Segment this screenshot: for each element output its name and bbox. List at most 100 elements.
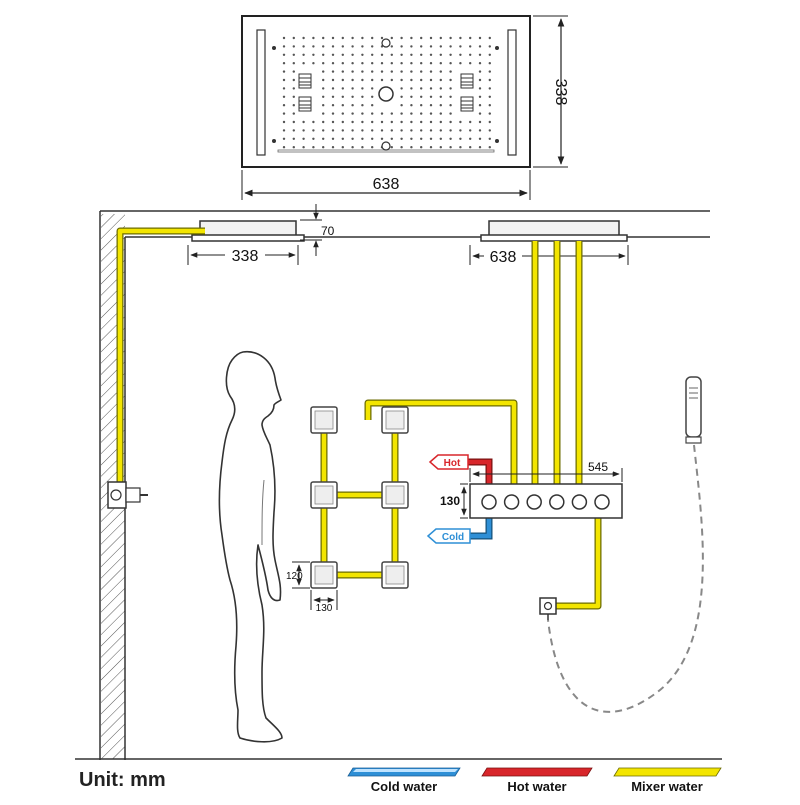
nozzle-dot <box>341 62 344 65</box>
nozzle-dot <box>469 36 472 40</box>
nozzle-dot <box>292 95 295 99</box>
nozzle-dot <box>331 104 335 107</box>
nozzle-dot <box>322 104 325 107</box>
nozzle-dot <box>380 129 384 132</box>
nozzle-dot <box>390 129 393 132</box>
nozzle-dot <box>331 129 335 132</box>
nozzle-dot <box>292 129 295 132</box>
legend-cold-water: Cold water <box>347 767 461 794</box>
nozzle-dot <box>439 70 442 73</box>
nozzle-dot <box>439 87 442 90</box>
nozzle-dot <box>429 120 433 124</box>
nozzle-dot <box>292 112 295 115</box>
nozzle-dot <box>361 120 364 124</box>
nozzle-dot <box>488 62 491 65</box>
nozzle-dot <box>449 45 452 48</box>
human-figure <box>218 351 283 743</box>
nozzle-dot <box>351 120 354 124</box>
nozzle-dot <box>380 62 384 65</box>
nozzle-dot <box>439 95 442 99</box>
nozzle-dot <box>351 95 354 99</box>
nozzle-dot <box>351 112 354 115</box>
nozzle-dot <box>361 36 364 40</box>
nozzle-dot <box>429 104 433 107</box>
nozzle-dot <box>351 78 354 82</box>
head-depth-label: 70 <box>321 224 335 238</box>
nozzle-dot <box>361 129 364 132</box>
nozzle-dot <box>400 87 403 90</box>
nozzle-dot <box>302 36 305 40</box>
nozzle-dot <box>302 45 305 48</box>
nozzle-dot <box>459 137 462 140</box>
nozzle-dot <box>478 129 482 132</box>
nozzle-dot <box>302 137 305 140</box>
valve-knobs <box>481 494 610 510</box>
nozzle-dot <box>429 137 433 140</box>
nozzle-dot <box>400 45 403 48</box>
nozzle-dot <box>410 95 413 99</box>
nozzle-dot <box>439 53 442 56</box>
nozzle-dot <box>410 120 413 124</box>
nozzle-dot <box>322 70 325 73</box>
rect-head-width-dimension: 638 <box>469 245 629 266</box>
nozzle-dot <box>351 137 354 140</box>
nozzle-dot <box>292 36 295 40</box>
nozzle-dot <box>331 112 335 115</box>
nozzle-dot <box>420 78 423 82</box>
nozzle-dot <box>302 129 305 132</box>
nozzle-dot <box>488 45 491 48</box>
nozzle-dot <box>312 45 315 48</box>
nozzle-dot <box>331 78 335 82</box>
nozzle-dot <box>429 36 433 40</box>
nozzle-dot <box>331 45 335 48</box>
led-cluster-left <box>298 73 312 112</box>
nozzle-dot <box>429 70 433 73</box>
nozzle-dot <box>449 95 452 99</box>
nozzle-dot <box>361 78 364 82</box>
nozzle-dot <box>390 78 393 82</box>
handheld-shower <box>685 376 702 444</box>
nozzle-dot <box>429 112 433 115</box>
nozzle-dot <box>351 104 354 107</box>
nozzle-dot <box>459 45 462 48</box>
nozzle-dot <box>351 45 354 48</box>
nozzle-dot <box>439 112 442 115</box>
nozzle-dot <box>361 95 364 99</box>
nozzle-dot <box>371 95 374 99</box>
nozzle-dot <box>331 70 335 73</box>
handheld-hose <box>547 444 704 713</box>
nozzle-dot <box>400 120 403 124</box>
nozzle-dot <box>410 78 413 82</box>
nozzle-dot <box>439 146 442 149</box>
nozzle-dot <box>282 120 286 124</box>
nozzle-dot <box>341 70 344 73</box>
cold-pipe <box>470 516 493 540</box>
nozzle-dot <box>282 36 286 40</box>
nozzle-dot <box>322 95 325 99</box>
valve-knob <box>526 494 542 510</box>
nozzle-dot <box>371 45 374 48</box>
nozzle-dot <box>341 78 344 82</box>
nozzle-dot <box>361 70 364 73</box>
nozzle-dot <box>341 146 344 149</box>
head-depth-dimension: 70 <box>300 204 335 256</box>
cold-inlet-tag: Cold <box>426 528 471 544</box>
nozzle-dot <box>292 146 295 149</box>
legend-mixer-water: Mixer water <box>613 767 722 794</box>
nozzle-dot <box>439 78 442 82</box>
valve-knob <box>503 494 520 510</box>
nozzle-dot <box>322 45 325 48</box>
nozzle-dot <box>439 36 442 40</box>
nozzle-dot <box>449 70 452 73</box>
nozzle-dot <box>420 36 423 40</box>
nozzle-dot <box>410 146 413 149</box>
nozzle-dot <box>361 62 364 65</box>
nozzle-dot <box>390 112 393 115</box>
nozzle-dot <box>282 53 286 56</box>
nozzle-dot <box>478 87 482 90</box>
nozzle-dot <box>341 120 344 124</box>
valve-knob <box>571 494 588 510</box>
nozzle-dot <box>312 120 315 124</box>
nozzle-dot <box>282 104 286 107</box>
